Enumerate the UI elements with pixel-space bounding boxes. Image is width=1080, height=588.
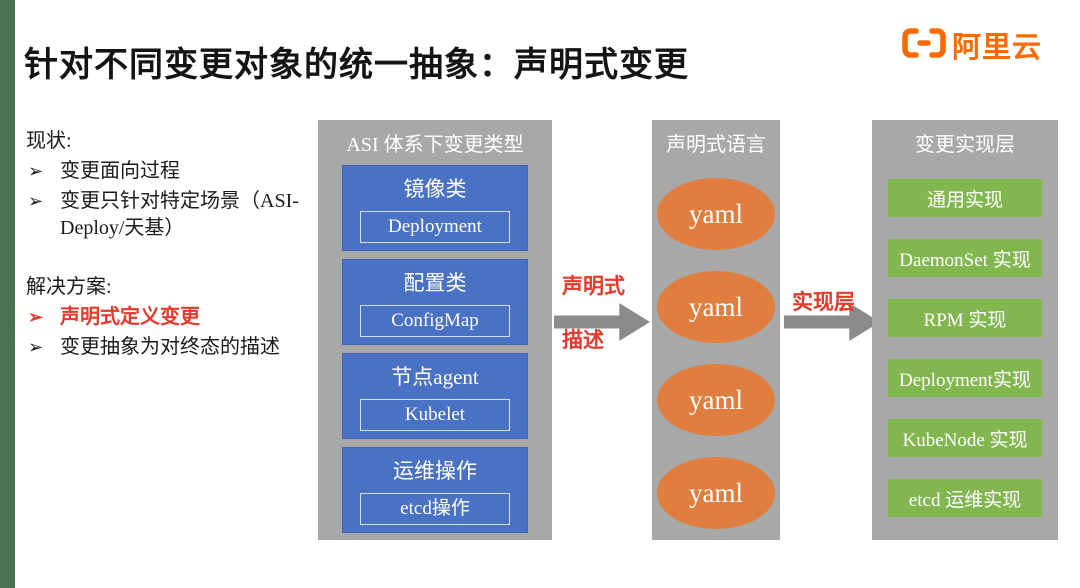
change-types-panel-header: ASI 体系下变更类型 [346,134,524,156]
status-heading: 现状: [26,130,72,152]
declarative-language-panel: 声明式语言 yaml yaml yaml yaml [652,120,780,540]
solution-item-emphasized: ➢ 声明式定义变更 [26,304,326,331]
left-notes-block: 现状: ➢ 变更面向过程 ➢ 变更只针对特定场景（ASI-Deploy/天基） … [26,128,326,361]
change-type-category: 镜像类 [403,177,467,201]
change-type-category: 配置类 [403,271,467,295]
impl-box-daemonset: DaemonSet 实现 [888,239,1042,277]
status-item: ➢ 变更只针对特定场景（ASI-Deploy/天基） [26,188,326,242]
yaml-ellipse: yaml [657,271,775,343]
solution-item-text: 变更抽象为对终态的描述 [60,336,280,358]
declarative-language-panel-header: 声明式语言 [666,134,766,156]
yaml-ellipse: yaml [657,364,775,436]
change-type-example: Kubelet [360,399,510,431]
change-type-box-node-agent: 节点agent Kubelet [342,353,528,439]
impl-box-generic: 通用实现 [888,179,1042,217]
implementation-layer-panel: 变更实现层 通用实现 DaemonSet 实现 RPM 实现 Deploymen… [872,120,1058,540]
alibaba-cloud-bracket-icon [901,26,947,65]
status-item-text: 变更只针对特定场景（ASI-Deploy/天基） [60,190,299,239]
status-item-text: 变更面向过程 [60,160,180,182]
alibaba-cloud-logo: 阿里云 [901,24,1042,66]
change-type-category: 节点agent [391,365,479,389]
alibaba-cloud-wordmark: 阿里云 [952,32,1043,64]
solution-item-text: 声明式定义变更 [60,306,200,328]
impl-box-rpm: RPM 实现 [888,299,1042,337]
arrow-label-line: 描述 [562,329,604,352]
arrow-label-line: 实现层 [792,291,855,314]
impl-box-deployment: Deployment实现 [888,359,1042,397]
impl-box-etcd-ops: etcd 运维实现 [888,479,1042,517]
arrow-bullet-icon: ➢ [28,161,44,181]
yaml-ellipse: yaml [657,457,775,529]
change-types-panel: ASI 体系下变更类型 镜像类 Deployment 配置类 ConfigMap… [318,120,552,540]
implementation-layer-arrow-label: 实现层 [792,262,855,316]
change-type-box-config: 配置类 ConfigMap [342,259,528,345]
arrow-bullet-icon: ➢ [28,191,44,211]
arrow-label-line: 声明式 [562,275,625,298]
slide-title: 针对不同变更对象的统一抽象：声明式变更 [24,45,689,84]
status-item: ➢ 变更面向过程 [26,158,326,185]
solution-heading: 解决方案: [26,276,112,298]
change-type-example: etcd操作 [360,493,510,525]
change-type-example: Deployment [360,211,510,243]
change-type-category: 运维操作 [393,459,477,483]
declarative-describe-arrow-label: 声明式 描述 [562,246,625,354]
arrow-bullet-icon: ➢ [28,337,44,357]
change-type-box-image: 镜像类 Deployment [342,165,528,251]
implementation-layer-panel-header: 变更实现层 [915,134,1015,156]
yaml-ellipse: yaml [657,178,775,250]
impl-box-kubenode: KubeNode 实现 [888,419,1042,457]
change-type-box-ops: 运维操作 etcd操作 [342,447,528,533]
change-type-example: ConfigMap [360,305,510,337]
solution-item: ➢ 变更抽象为对终态的描述 [26,334,326,361]
left-edge-strip [0,0,15,588]
arrow-bullet-icon: ➢ [28,307,44,327]
